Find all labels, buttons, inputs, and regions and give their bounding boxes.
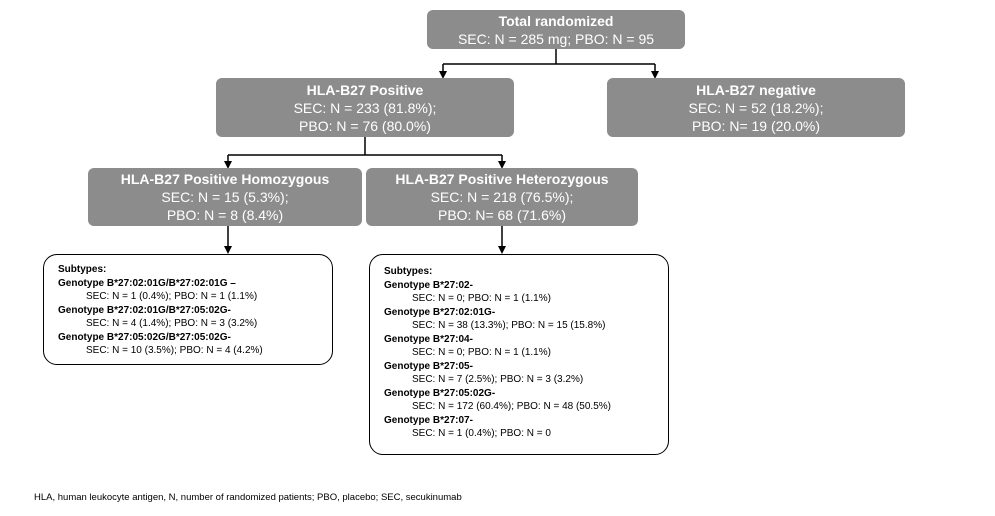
homozygous-values-3: SEC: N = 10 (3.5%); PBO: N = 4 (4.2%) xyxy=(86,345,263,356)
heterozygous-genotype-4: Genotype B*27:05- xyxy=(384,360,473,372)
homozygous-subtypes-box: Subtypes: Genotype B*27:02:01G/B*27:02:0… xyxy=(43,254,333,365)
hla-b27-heterozygous-title: HLA-B27 Positive Heterozygous xyxy=(395,171,609,187)
heterozygous-genotype-5: Genotype B*27:05:02G- xyxy=(384,387,496,399)
homozygous-genotype-3: Genotype B*27:05:02G/B*27:05:02G- xyxy=(58,331,231,343)
total-randomized-box: Total randomized SEC: N = 285 mg; PBO: N… xyxy=(427,10,685,49)
heterozygous-subtypes-heading: Subtypes: xyxy=(384,266,433,277)
hla-b27-negative-sec: SEC: N = 52 (18.2%); xyxy=(688,99,824,116)
heterozygous-values-3: SEC: N = 0; PBO: N = 1 (1.1%) xyxy=(412,347,551,358)
hla-b27-negative-title: HLA-B27 negative xyxy=(696,81,816,98)
hla-b27-homozygous-sec: SEC: N = 15 (5.3%); xyxy=(161,189,289,205)
total-randomized-counts: SEC: N = 285 mg; PBO: N = 95 xyxy=(457,30,655,47)
hla-b27-positive-box: HLA-B27 Positive SEC: N = 233 (81.8%); P… xyxy=(216,78,514,137)
heterozygous-values-5: SEC: N = 172 (60.4%); PBO: N = 48 (50.5%… xyxy=(412,401,611,412)
hla-b27-heterozygous-pbo: PBO: N= 68 (71.6%) xyxy=(437,207,566,223)
homozygous-genotype-1: Genotype B*27:02:01G/B*27:02:01G – xyxy=(58,277,236,289)
hla-b27-negative-box: HLA-B27 negative SEC: N = 52 (18.2%); PB… xyxy=(607,78,905,137)
heterozygous-genotype-3: Genotype B*27:04- xyxy=(384,333,473,345)
heterozygous-subtypes-box: Subtypes: Genotype B*27:02- SEC: N = 0; … xyxy=(369,254,669,455)
hla-b27-heterozygous-sec: SEC: N = 218 (76.5%); xyxy=(430,189,574,205)
hla-b27-positive-sec: SEC: N = 233 (81.8%); xyxy=(293,99,437,116)
hla-b27-positive-title: HLA-B27 Positive xyxy=(306,81,424,98)
hla-b27-homozygous-title: HLA-B27 Positive Homozygous xyxy=(120,171,330,187)
hla-b27-homozygous-pbo: PBO: N = 8 (8.4%) xyxy=(166,207,284,223)
total-randomized-title: Total randomized xyxy=(498,12,614,29)
hla-b27-negative-pbo: PBO: N= 19 (20.0%) xyxy=(691,117,820,134)
heterozygous-values-4: SEC: N = 7 (2.5%); PBO: N = 3 (3.2%) xyxy=(412,374,584,385)
footnote: HLA, human leukocyte antigen, N, number … xyxy=(34,492,462,503)
homozygous-genotype-2: Genotype B*27:02:01G/B*27:05:02G- xyxy=(58,304,231,316)
homozygous-values-2: SEC: N = 4 (1.4%); PBO: N = 3 (3.2%) xyxy=(86,318,258,329)
homozygous-values-1: SEC: N = 1 (0.4%); PBO: N = 1 (1.1%) xyxy=(86,291,258,302)
heterozygous-genotype-1: Genotype B*27:02- xyxy=(384,279,473,291)
homozygous-subtypes-heading: Subtypes: xyxy=(58,264,107,275)
hla-b27-homozygous-box: HLA-B27 Positive Homozygous SEC: N = 15 … xyxy=(88,168,362,226)
heterozygous-genotype-2: Genotype B*27:02:01G- xyxy=(384,306,496,318)
heterozygous-values-6: SEC: N = 1 (0.4%); PBO: N = 0 xyxy=(412,428,551,439)
hla-b27-positive-pbo: PBO: N = 76 (80.0%) xyxy=(299,117,431,134)
heterozygous-values-2: SEC: N = 38 (13.3%); PBO: N = 15 (15.8%) xyxy=(412,320,606,331)
heterozygous-genotype-6: Genotype B*27:07- xyxy=(384,414,473,426)
hla-b27-heterozygous-box: HLA-B27 Positive Heterozygous SEC: N = 2… xyxy=(366,168,638,226)
heterozygous-values-1: SEC: N = 0; PBO: N = 1 (1.1%) xyxy=(412,293,551,304)
